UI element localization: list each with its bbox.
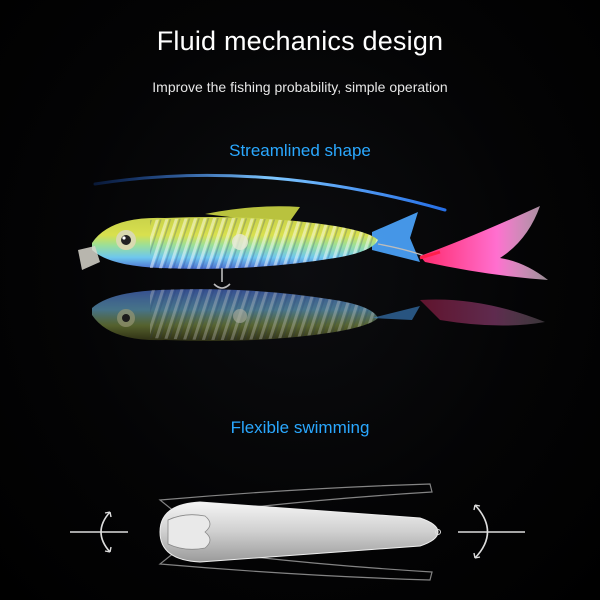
curved-arrow-icon: [474, 504, 489, 559]
page-title: Fluid mechanics design: [156, 26, 444, 56]
motion-arc: [93, 173, 447, 212]
fishing-lure: [78, 206, 548, 289]
lure-reflection: [92, 289, 545, 341]
flexible-swimming-label: Flexible swimming: [230, 418, 370, 437]
swimming-diagram: [70, 483, 525, 581]
curved-arrow-icon: [100, 511, 111, 553]
page-subtitle: Improve the fishing probability, simple …: [152, 79, 448, 95]
streamlined-shape-label: Streamlined shape: [229, 141, 371, 160]
